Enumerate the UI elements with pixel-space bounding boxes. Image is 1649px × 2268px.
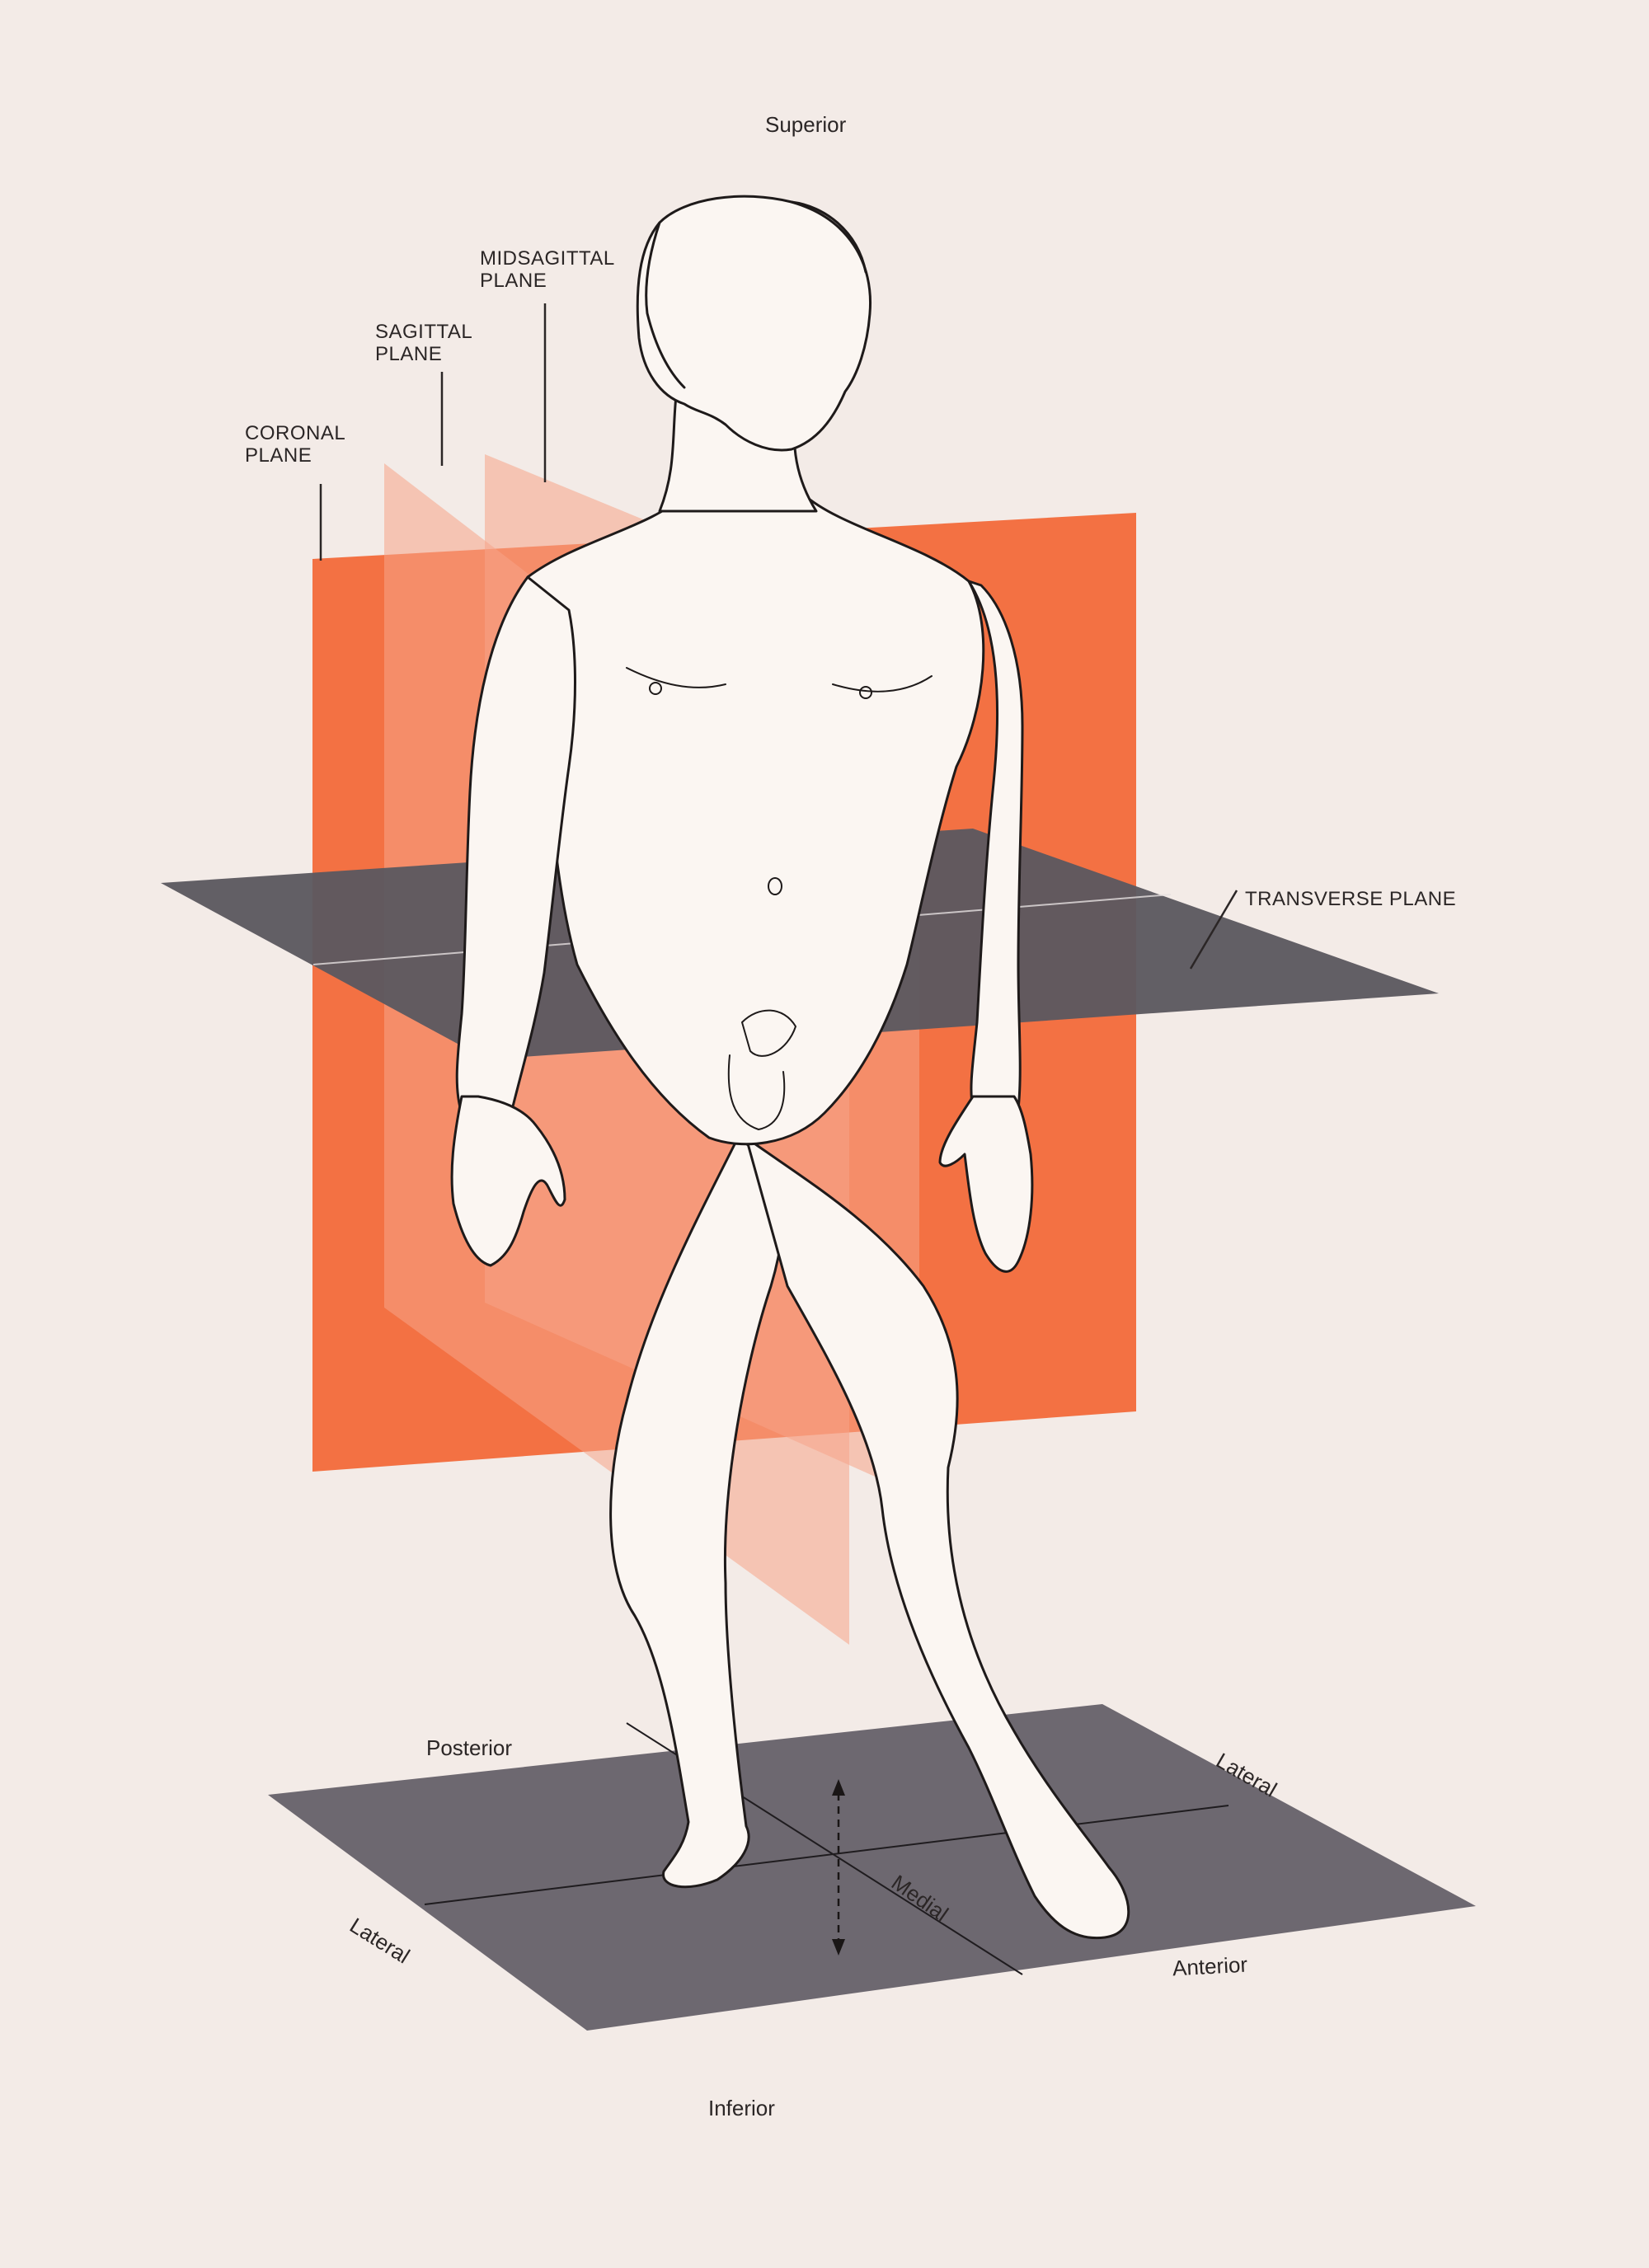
sagittal-label-line1: SAGITTAL: [375, 321, 473, 343]
superior-label: Superior: [765, 112, 847, 137]
coronal-label-line2: PLANE: [245, 444, 312, 467]
sagittal-label-line2: PLANE: [375, 343, 443, 365]
midsagittal-label-line2: PLANE: [480, 270, 547, 292]
coronal-plane-label: CORONAL PLANE: [245, 422, 345, 467]
midsagittal-plane-label: MIDSAGITTAL PLANE: [480, 247, 615, 292]
midsagittal-label-line1: MIDSAGITTAL: [480, 247, 615, 270]
anterior-label: Anterior: [1172, 1951, 1248, 1981]
leader-lines: [319, 303, 1238, 970]
posterior-label: Posterior: [426, 1735, 513, 1760]
inferior-label: Inferior: [708, 2096, 775, 2120]
coronal-label-line1: CORONAL: [245, 422, 346, 444]
transverse-plane-label: TRANSVERSE PLANE: [1245, 888, 1457, 910]
vertical-axis-arrow: [832, 1779, 845, 1956]
human-figure: [450, 195, 1130, 1940]
sagittal-plane-label: SAGITTAL PLANE: [375, 321, 472, 365]
transverse-leader: [1189, 890, 1238, 970]
